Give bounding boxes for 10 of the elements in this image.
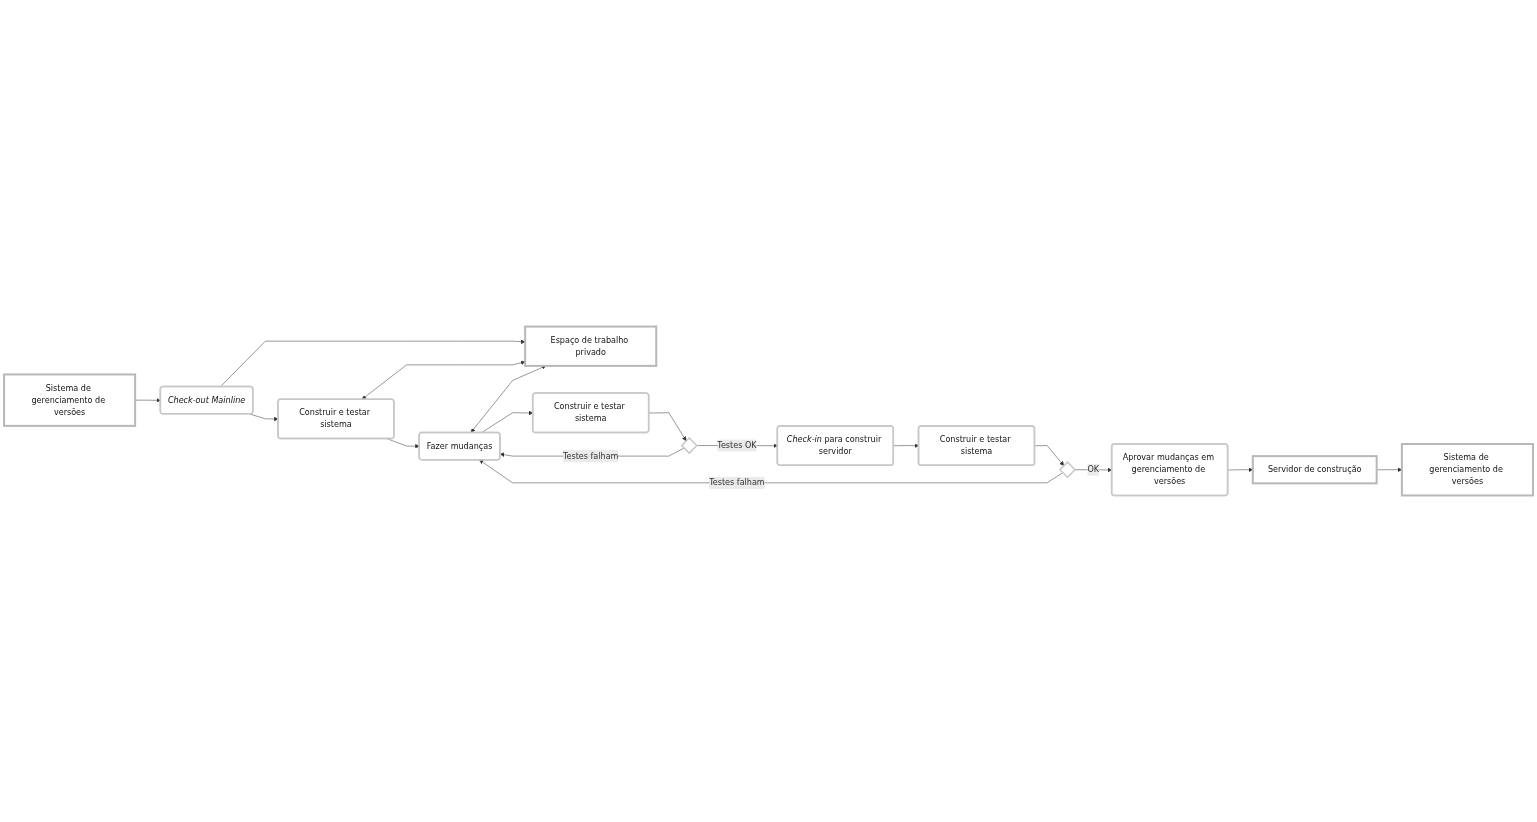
node-box: Sistema de gerenciamento de versões bbox=[3, 373, 137, 427]
node-box: Servidor de construção bbox=[1251, 455, 1378, 485]
node-box: Sistema de gerenciamento de versões bbox=[1400, 443, 1534, 497]
edge-label: OK bbox=[1087, 464, 1100, 475]
edge-label: Testes falham bbox=[709, 477, 765, 488]
edge-label: Testes falham bbox=[562, 451, 619, 461]
edge-label: Testes OK bbox=[717, 440, 757, 451]
node-box: Espaço de trabalho privado bbox=[524, 325, 658, 367]
node-diamond bbox=[1058, 461, 1077, 479]
node-diamond bbox=[680, 436, 698, 455]
